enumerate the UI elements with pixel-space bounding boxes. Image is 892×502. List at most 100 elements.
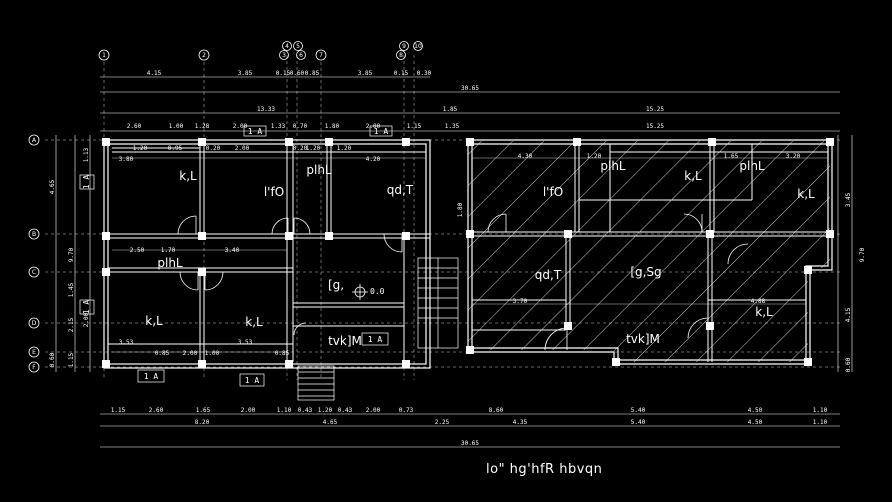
grid-label-7: 7	[319, 52, 323, 59]
svg-text:1 A: 1 A	[144, 372, 159, 381]
svg-text:2.00: 2.00	[241, 407, 256, 414]
svg-text:1.70: 1.70	[161, 247, 176, 254]
svg-text:1.20: 1.20	[337, 145, 352, 152]
grid-label-C: C	[32, 269, 36, 276]
svg-text:1.80: 1.80	[457, 202, 464, 217]
svg-text:3.40: 3.40	[225, 247, 240, 254]
svg-text:1.00: 1.00	[205, 350, 220, 357]
svg-text:2.00: 2.00	[83, 312, 90, 327]
svg-text:1.15: 1.15	[68, 352, 75, 367]
svg-text:1.65: 1.65	[724, 153, 739, 160]
grid-bubble-10	[413, 41, 423, 51]
svg-text:4.50: 4.50	[748, 407, 763, 414]
grid-label-2: 2	[202, 52, 206, 59]
svg-text:4.88: 4.88	[751, 298, 766, 305]
level-marker	[352, 284, 368, 300]
svg-text:0.15: 0.15	[394, 70, 409, 77]
door-swings	[177, 213, 749, 351]
grid-label-1: 1	[102, 52, 106, 59]
svg-text:1.85: 1.85	[443, 106, 458, 113]
room-label: k,L	[145, 314, 163, 328]
svg-text:3.70: 3.70	[513, 298, 528, 305]
svg-text:1.10: 1.10	[277, 407, 292, 414]
svg-text:0.60: 0.60	[290, 70, 305, 77]
drawing-title: lo" hg'hfR hbvqn	[486, 462, 603, 477]
svg-text:0.85: 0.85	[155, 350, 170, 357]
grid-bubble-3	[279, 50, 289, 60]
svg-text:3.53: 3.53	[238, 339, 253, 346]
grid-bubble-4	[282, 41, 292, 51]
room-label: [g,Sg	[630, 265, 661, 279]
grid-label-9: 9	[402, 43, 406, 50]
top-grid-bubbles	[98, 41, 423, 61]
svg-text:2.50: 2.50	[130, 247, 145, 254]
svg-text:1.20: 1.20	[133, 145, 148, 152]
svg-text:0.60: 0.60	[845, 357, 852, 372]
svg-text:3.45: 3.45	[845, 192, 852, 207]
svg-text:2.60: 2.60	[149, 407, 164, 414]
svg-text:2.00: 2.00	[235, 145, 250, 152]
grid-bubble-5	[293, 41, 303, 51]
level-value: 0.0	[370, 287, 385, 296]
room-label: plhL	[739, 159, 765, 173]
grid-label-8: 8	[399, 52, 403, 59]
svg-text:8.20: 8.20	[195, 419, 210, 426]
svg-text:5.40: 5.40	[631, 407, 646, 414]
svg-text:4.35: 4.35	[513, 419, 528, 426]
svg-text:1.28: 1.28	[195, 123, 210, 130]
interior-dim-texts: 3.80 0.95 1.20 0.20 2.00 1.20 0.20 1.20 …	[119, 145, 801, 357]
svg-text:1 A: 1 A	[245, 376, 260, 385]
svg-text:1 A: 1 A	[82, 175, 91, 190]
svg-text:2.60: 2.60	[127, 123, 142, 130]
grid-label-D: D	[32, 320, 37, 327]
room-label: tvk]M	[328, 334, 362, 348]
svg-text:1.35: 1.35	[445, 123, 460, 130]
svg-text:2.00: 2.00	[183, 350, 198, 357]
svg-text:1.00: 1.00	[169, 123, 184, 130]
room-label: k,L	[179, 169, 197, 183]
room-label: l'fO	[264, 185, 284, 199]
svg-text:4.50: 4.50	[748, 419, 763, 426]
svg-text:1.15: 1.15	[407, 123, 422, 130]
svg-text:13.33: 13.33	[257, 106, 275, 113]
room-label: k,L	[755, 305, 773, 319]
room-label: l'fO	[543, 185, 563, 199]
room-label: k,L	[245, 315, 263, 329]
svg-text:0.73: 0.73	[399, 407, 414, 414]
svg-text:1 A: 1 A	[248, 127, 263, 136]
svg-text:4.30: 4.30	[518, 153, 533, 160]
svg-text:8.60: 8.60	[489, 407, 504, 414]
left-grid-labels: A B C D E F	[32, 137, 37, 371]
room-labels: k,L l'fO plhL qd,T l'fO plhL k,L plhL k,…	[145, 159, 815, 348]
grid-label-E: E	[32, 349, 36, 356]
interior-walls	[108, 144, 828, 362]
left-grid-bubbles	[28, 134, 40, 373]
grid-label-10: 10	[414, 43, 422, 50]
svg-text:3.85: 3.85	[358, 70, 373, 77]
left-dimension-texts: 4.65 9.70 1.45 2.15 1.13 0.60 1.15 2.00	[49, 147, 90, 367]
svg-text:1.20: 1.20	[587, 153, 602, 160]
right-wing-hatch	[468, 141, 830, 362]
svg-text:1.65: 1.65	[196, 407, 211, 414]
svg-text:1.20: 1.20	[306, 145, 321, 152]
grid-label-B: B	[32, 231, 36, 238]
svg-text:2.00: 2.00	[366, 123, 381, 130]
room-label: tvk]M	[626, 332, 660, 346]
grid-label-4: 4	[285, 43, 289, 50]
room-label: [g,	[328, 278, 344, 292]
room-label: plhL	[306, 163, 332, 177]
room-label: k,L	[797, 187, 815, 201]
structural-columns	[102, 138, 834, 368]
overall-top-dim: 30.65	[461, 85, 479, 92]
svg-text:4.15: 4.15	[147, 70, 162, 77]
svg-text:0.95: 0.95	[168, 145, 183, 152]
svg-text:0.20: 0.20	[206, 145, 221, 152]
svg-text:0.30: 0.30	[417, 70, 432, 77]
grid-bubble-9	[399, 41, 409, 51]
svg-text:15.25: 15.25	[646, 106, 664, 113]
bottom-dimension-lines	[100, 413, 840, 448]
svg-text:1 A: 1 A	[374, 127, 389, 136]
bottom-dimension-texts: 1.15 2.60 1.65 2.00 1.10 0.43 1.20 0.43 …	[111, 407, 828, 447]
grid-label-5: 5	[296, 43, 300, 50]
svg-text:1 A: 1 A	[368, 335, 383, 344]
